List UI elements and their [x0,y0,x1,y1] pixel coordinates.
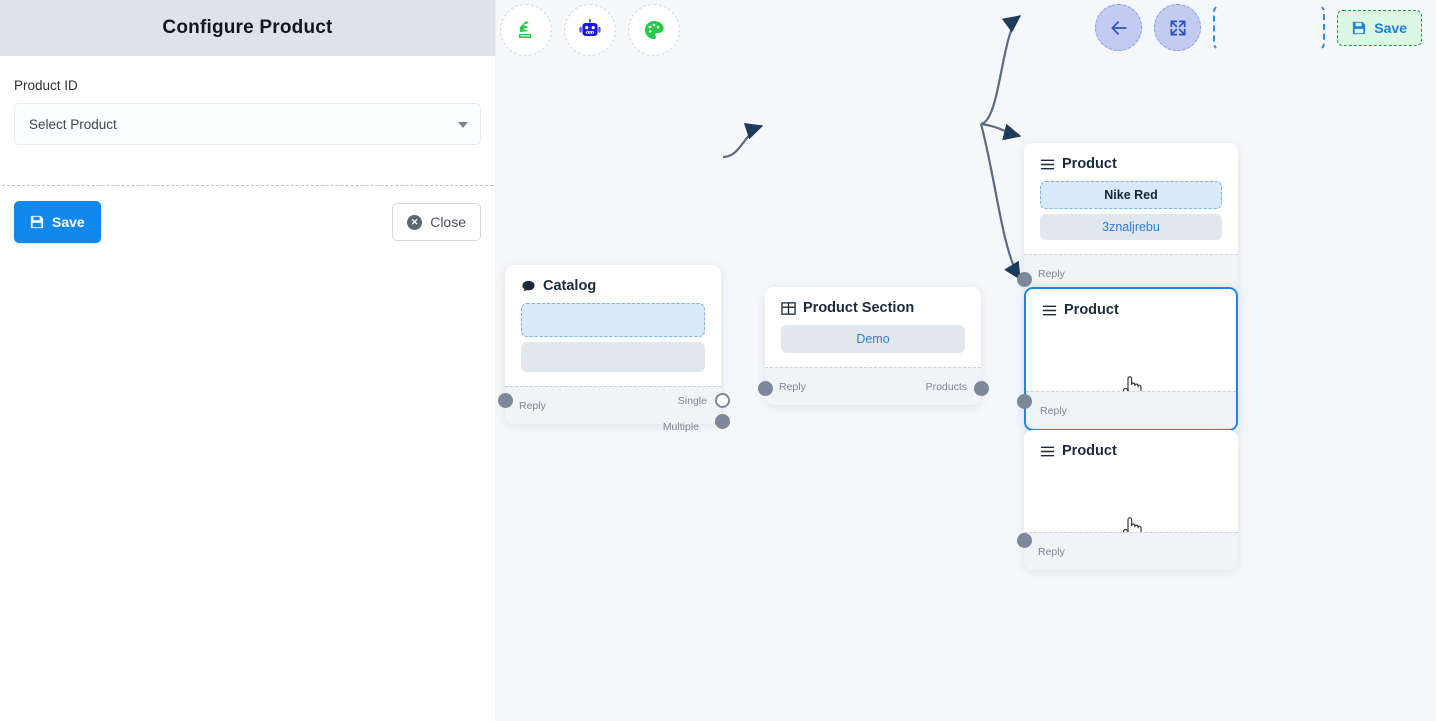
node-product-2-header: Product [1026,289,1236,327]
flow-canvas[interactable]: Save Catalog [496,0,1436,721]
node-catalog-body [505,303,721,386]
node-catalog-footer: Reply Single [505,386,721,424]
product-select[interactable]: Select Product [14,103,481,145]
stack-icon [519,21,531,38]
node-product-1-title: Product [1062,156,1117,172]
back-button[interactable] [1095,4,1143,51]
node-product-section-title: Product Section [803,300,915,316]
fit-to-screen-button[interactable] [1154,4,1202,51]
node-product-3-footer: Reply [1024,532,1238,570]
chevron-down-icon [458,122,468,128]
port-product-1-reply[interactable] [1017,272,1032,287]
list-icon [1040,446,1055,456]
list-icon [1040,159,1055,169]
node-product-1-footer: Reply [1024,254,1238,292]
node-catalog-title: Catalog [543,278,597,294]
port-label-reply: Reply [1040,404,1067,417]
close-button-label: Close [430,214,466,230]
node-product-3-title: Product [1062,443,1117,459]
save-button-label: Save [52,214,85,230]
port-label-reply: Reply [1038,267,1065,280]
node-product-2-body [1026,327,1236,401]
compress-icon [1170,19,1186,36]
node-product-3-body [1024,468,1238,542]
node-product-section-header: Product Section [765,287,981,325]
toolbar-placeholder [1213,4,1326,51]
canvas-save-button[interactable]: Save [1337,9,1422,46]
edge-products-to-product-2 [980,122,1022,141]
edge-products-to-product-3 [979,123,1021,281]
node-product-2-title: Product [1064,302,1119,318]
toolbar-button-bot[interactable] [564,4,616,56]
page-title: Configure Product [162,17,333,38]
edge-products-to-product-1 [980,15,1022,126]
toolbar-button-theme[interactable] [628,4,680,56]
product-select-value: Select Product [29,116,117,132]
port-product-3-reply[interactable] [1017,533,1032,548]
close-button[interactable]: ✕ Close [392,203,481,241]
node-product-section-footer: Reply Products [765,367,981,405]
catalog-chip-gray[interactable] [521,342,705,372]
toolbar-button-stack[interactable] [500,4,552,56]
node-product-section[interactable]: Product Section Demo Reply Products [758,287,989,405]
port-catalog-reply[interactable] [498,393,513,408]
node-product-1[interactable]: Product Nike Red 3znaljrebu Reply [1017,143,1238,292]
node-product-3[interactable]: Product Reply [1017,430,1238,570]
panel-actions: Save ✕ Close [0,201,495,243]
panel-header: Configure Product [0,0,495,56]
port-label-reply: Reply [1038,545,1065,558]
floppy-disk-icon [1353,21,1366,34]
port-label-reply: Reply [519,399,546,412]
node-catalog-header: Catalog [505,265,721,303]
node-product-2[interactable]: Product Reply [1017,287,1238,431]
edge-catalog-to-product-section [722,123,764,159]
table-grid-icon [781,301,796,315]
product-1-chip-sku-label: 3znaljrebu [1102,220,1160,234]
product-section-chip-demo[interactable]: Demo [781,325,965,353]
product-1-chip-variant-label: Nike Red [1104,188,1158,202]
port-label-products: Products [925,380,967,393]
node-product-section-body: Demo [765,325,981,367]
product-1-chip-variant[interactable]: Nike Red [1040,181,1222,209]
product-1-chip-sku[interactable]: 3znaljrebu [1040,214,1222,240]
save-button[interactable]: Save [14,201,101,243]
product-id-label: Product ID [14,78,78,93]
list-icon [1042,305,1057,315]
port-catalog-multiple[interactable] [715,414,730,429]
node-product-2-footer: Reply [1026,391,1236,429]
panel-body: Product ID Select Product [0,56,495,186]
node-product-1-body: Nike Red 3znaljrebu [1024,181,1238,254]
canvas-toolbar-right: Save [1095,4,1422,51]
arrow-left-icon [1111,20,1127,35]
port-product-section-products[interactable] [974,381,989,396]
node-product-1-header: Product [1024,143,1238,181]
catalog-chip-dashed[interactable] [521,303,705,337]
configure-product-panel: Configure Product Product ID Select Prod… [0,0,496,721]
comment-icon [522,280,535,291]
port-catalog-single[interactable] [715,393,730,408]
robot-icon [579,19,601,36]
port-product-2-reply[interactable] [1017,394,1032,409]
canvas-toolbar-left [500,4,680,56]
palette-icon [645,21,664,39]
close-circle-icon: ✕ [407,214,423,230]
panel-divider [2,185,493,186]
canvas-save-label: Save [1374,19,1407,36]
node-product-3-header: Product [1024,430,1238,468]
port-label-reply: Reply [779,380,806,393]
node-catalog[interactable]: Catalog Reply Single Multiple [498,265,730,433]
floppy-disk-icon [30,215,44,229]
port-label-multiple: Multiple [662,421,699,433]
port-product-section-reply[interactable] [758,381,773,396]
product-section-chip-demo-label: Demo [856,332,890,346]
port-label-single: Single [677,395,707,407]
